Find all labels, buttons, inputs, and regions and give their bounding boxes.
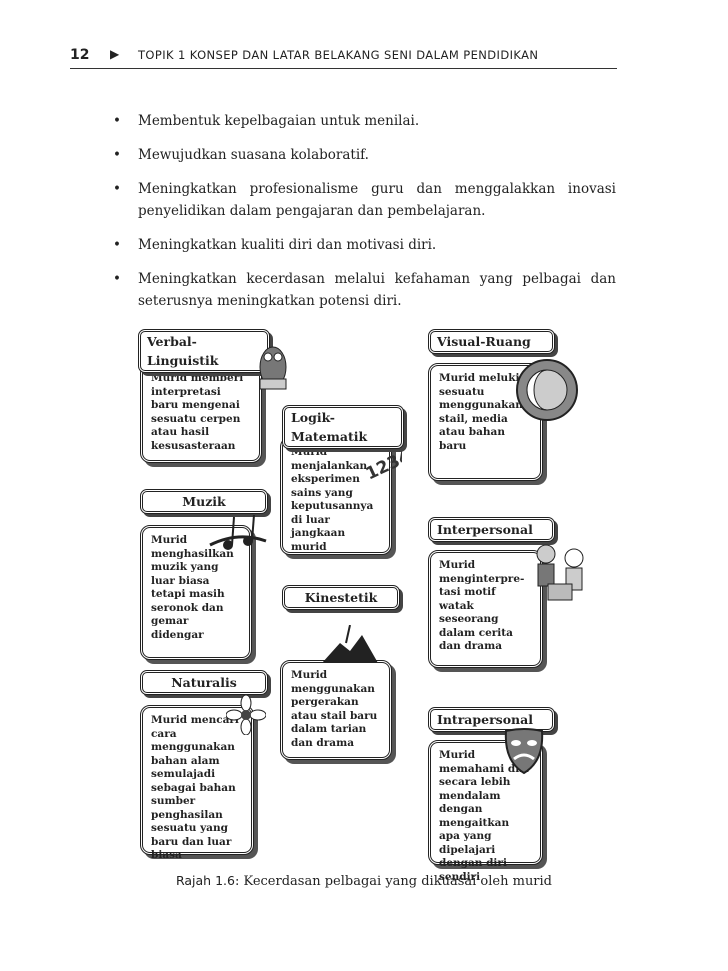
card-muzik-title: Muzik	[140, 489, 268, 514]
owl-reading-icon	[258, 343, 288, 398]
people-gift-icon	[532, 540, 588, 605]
bullet-item: Mewujudkan suasana kolaboratif.	[113, 144, 616, 166]
figure-multiple-intelligences: Murid memberi interpretasi baru mengenai…	[130, 325, 590, 875]
flower-icon	[226, 695, 266, 735]
dancer-icon	[320, 625, 380, 665]
bullet-item: Membentuk kepelbagaian untuk menilai.	[113, 110, 616, 132]
caption-label: Rajah 1.6	[176, 873, 235, 888]
numbers-1234-icon: 1234	[362, 443, 402, 487]
card-verbal-linguistik-body: Murid memberi interpretasi baru mengenai…	[140, 363, 262, 463]
card-naturalis-title: Naturalis	[140, 670, 268, 695]
card-verbal-linguistik-title: Verbal-Linguistik	[138, 329, 270, 373]
bullet-item: Meningkatkan kecerdasan melalui kefahama…	[113, 268, 616, 312]
bullet-item: Meningkatkan kualiti diri dan motivasi d…	[113, 234, 616, 256]
card-kinestetik-title: Kinestetik	[282, 585, 400, 610]
caption-text: : Kecerdasan pelbagai yang dikuasai oleh…	[235, 874, 552, 889]
page-number: 12	[70, 47, 89, 63]
right-triangle-icon: ▶	[110, 47, 119, 61]
bullet-list: Membentuk kepelbagaian untuk menilai. Me…	[113, 110, 616, 324]
theatre-mask-icon	[502, 727, 546, 775]
figure-caption: Rajah 1.6: Kecerdasan pelbagai yang diku…	[0, 873, 728, 889]
music-notes-icon	[208, 513, 268, 558]
header-title: TOPIK 1 KONSEP DAN LATAR BELAKANG SENI D…	[138, 48, 538, 62]
card-interpersonal-body: Murid menginterpre-tasi motif watak sese…	[428, 550, 543, 668]
card-interpersonal-title: Interpersonal	[428, 517, 555, 542]
bullet-item: Meningkatkan profesionalisme guru dan me…	[113, 178, 616, 222]
card-kinestetik-body: Murid menggunakan pergerakan atau stail …	[280, 660, 392, 760]
svg-text:1234: 1234	[363, 446, 402, 484]
sun-moon-icon	[508, 355, 586, 425]
card-visual-ruang-title: Visual-Ruang	[428, 329, 555, 354]
running-header: 12 ▶ TOPIK 1 KONSEP DAN LATAR BELAKANG S…	[70, 40, 617, 69]
